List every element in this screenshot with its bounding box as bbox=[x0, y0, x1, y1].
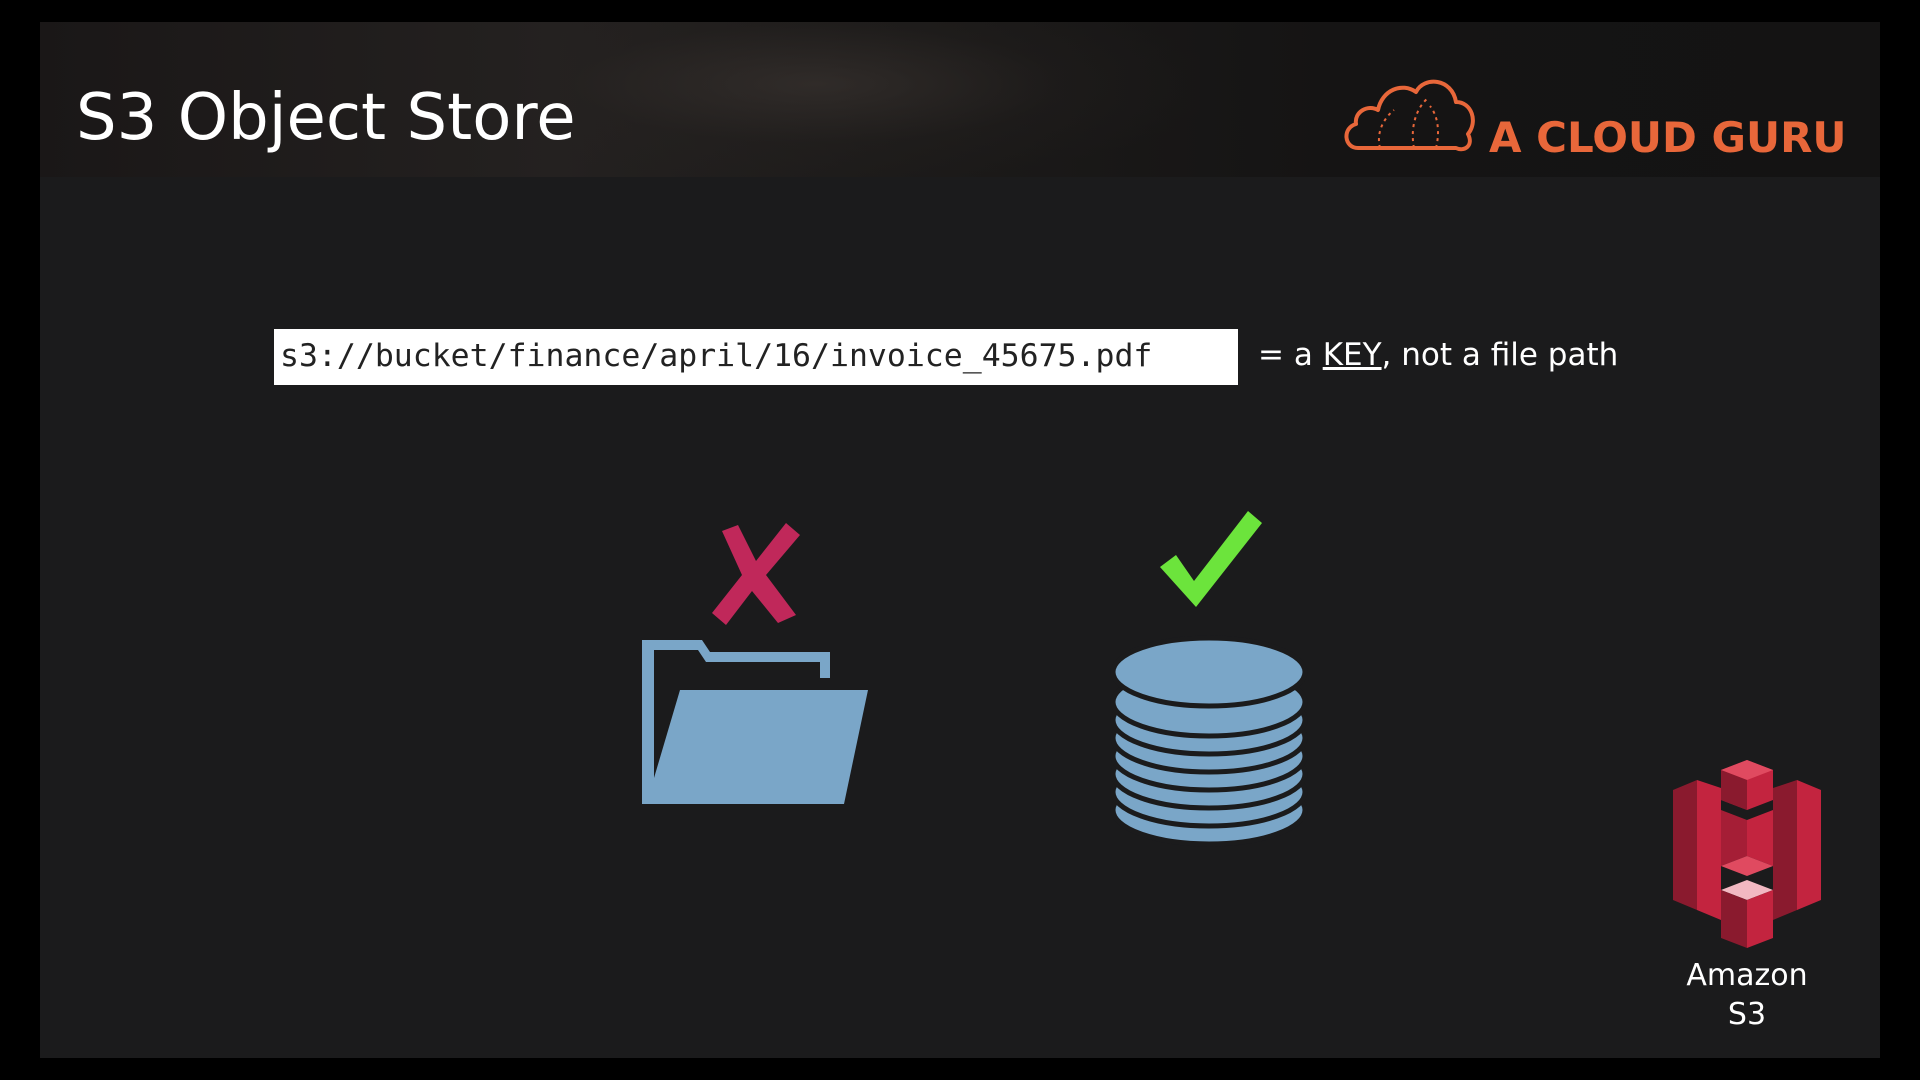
s3-key-path: s3://bucket/finance/april/16/invoice_456… bbox=[280, 338, 1153, 375]
presenter-video-background bbox=[560, 22, 1200, 177]
folder-icon bbox=[642, 640, 868, 804]
cloud-logo-icon bbox=[1344, 79, 1475, 152]
brand-logo: A CLOUD GURU bbox=[1340, 62, 1847, 162]
slide-header: S3 Object Store A CLOUD GURU bbox=[40, 22, 1880, 177]
cross-icon bbox=[712, 523, 800, 625]
s3-key-example: s3://bucket/finance/april/16/invoice_456… bbox=[274, 329, 1238, 385]
key-note-suffix: , not a file path bbox=[1381, 337, 1619, 373]
key-note-prefix: = a bbox=[1258, 337, 1323, 373]
amazon-s3-label: Amazon S3 bbox=[1667, 956, 1827, 1034]
amazon-s3-label-line1: Amazon bbox=[1686, 958, 1808, 993]
key-explanation: = a KEY, not a file path bbox=[1258, 340, 1618, 371]
slide: S3 Object Store A CLOUD GURU s3://bucket… bbox=[40, 22, 1880, 1058]
amazon-s3-icon bbox=[1673, 760, 1821, 948]
checkmark-icon bbox=[1160, 511, 1262, 607]
amazon-s3-label-line2: S3 bbox=[1727, 997, 1767, 1032]
key-note-key: KEY bbox=[1322, 337, 1382, 373]
slide-title: S3 Object Store bbox=[76, 81, 576, 155]
amazon-s3-badge: Amazon S3 bbox=[1667, 760, 1827, 1050]
brand-name: A CLOUD GURU bbox=[1489, 113, 1847, 162]
database-icon bbox=[1110, 635, 1308, 847]
